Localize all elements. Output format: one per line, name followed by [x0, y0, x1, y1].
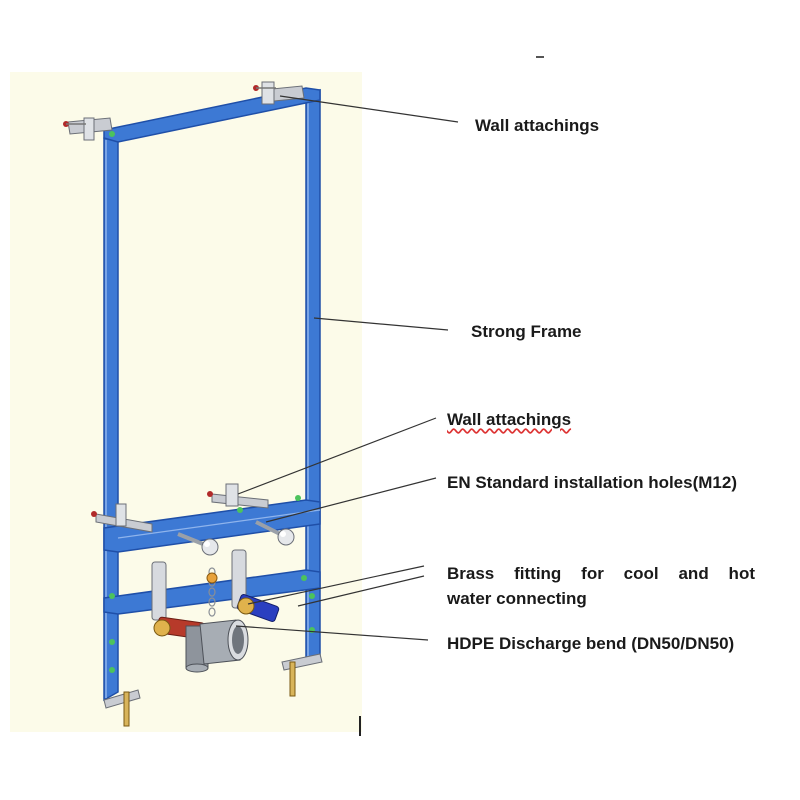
- wall-bracket-icon: [207, 483, 269, 509]
- discharge-bend-icon: [185, 619, 249, 673]
- foot-bracket-icon: [281, 653, 323, 697]
- installation-bolt-icon: [177, 532, 219, 556]
- panel-edge-mark: [536, 56, 544, 58]
- wall-bracket-icon: [253, 81, 305, 105]
- leader-lines: [235, 95, 459, 641]
- label-wall-attachings-top: Wall attachings: [475, 116, 600, 135]
- wall-bracket-icon: [91, 503, 153, 533]
- leader-holes: [265, 477, 437, 523]
- label-hdpe-bend: HDPE Discharge bend (DN50/DN50): [447, 634, 735, 653]
- label-brass-fitting-line1: Brass fitting for cool and hot: [447, 564, 755, 583]
- label-brass-fitting: Brass fitting for cool and hot water con…: [447, 561, 755, 611]
- label-brass-fitting-line2: water connecting: [447, 589, 587, 608]
- label-wall-attachings-mid: Wall attachings: [447, 410, 572, 429]
- leader-wall-top: [279, 95, 459, 123]
- frame-highlight: [117, 509, 321, 539]
- leader-frame: [313, 317, 449, 331]
- installation-bolt-icon: [255, 520, 295, 546]
- leader-brass-2: [297, 575, 425, 607]
- label-strong-frame: Strong Frame: [471, 322, 582, 341]
- leader-wall-mid: [237, 417, 437, 495]
- wall-bracket-icon: [63, 117, 113, 141]
- leader-hdpe: [235, 625, 429, 641]
- foot-bracket-icon: [103, 689, 141, 727]
- valve-icon: [206, 572, 218, 584]
- panel-edge-mark: [359, 716, 361, 736]
- label-installation-holes: EN Standard installation holes(M12): [447, 473, 737, 492]
- leader-brass-1: [247, 565, 425, 605]
- support-plate: [151, 561, 167, 621]
- frame-middle-rail: [103, 499, 321, 553]
- cold-water-fitting-icon: [236, 593, 280, 623]
